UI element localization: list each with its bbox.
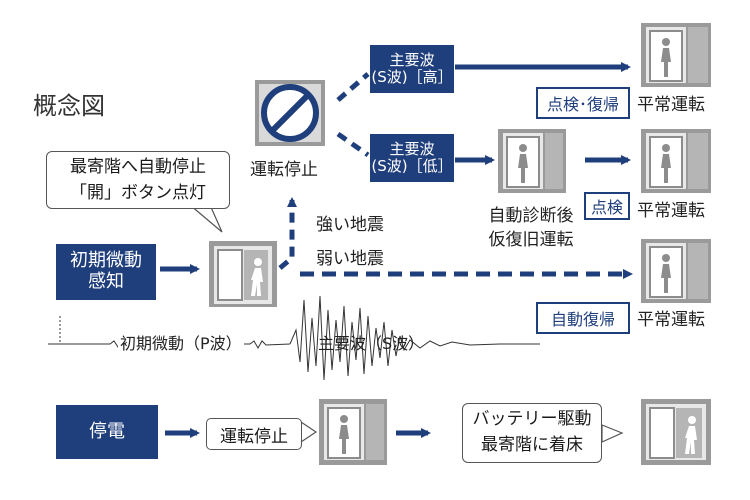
- s-wave-high-box: 主要波 (S波)［高］: [370, 45, 454, 93]
- normal-operation-label-2: 平常運転: [637, 201, 705, 221]
- stop-sign-icon: [255, 80, 325, 146]
- arrow-stop-to-shigh: [336, 72, 370, 102]
- power-outage-box: 停電: [56, 405, 158, 459]
- battery-line-2: 最寄階に着床: [481, 435, 583, 455]
- strong-quake-label: 強い地震: [316, 215, 384, 235]
- initial-tremor-detection-box: 初期微動 感知: [56, 244, 156, 300]
- operation-stop-label: 運転停止: [250, 160, 318, 180]
- arrow-strong-quake: [278, 197, 297, 270]
- elevator-normal-icon-2: [641, 129, 711, 193]
- normal-operation-label-1: 平常運転: [637, 95, 705, 115]
- battery-line-1: バッテリー駆動: [472, 409, 592, 429]
- s-low-line-2: (S波)［低］: [371, 157, 453, 175]
- p-wave-label: 初期微動（P波）: [118, 330, 244, 354]
- battery-callout: バッテリー駆動 最寄階に着床: [462, 403, 602, 463]
- callout-battery-tail: [601, 424, 624, 443]
- auto-recovery-badge: 自動復帰: [536, 302, 630, 334]
- arrow-stop-to-slow: [336, 131, 370, 158]
- inspection-recovery-badge: 点検･復帰: [536, 87, 630, 119]
- callout-line-1: 最寄階へ自動停止: [70, 157, 206, 177]
- self-diag-line-2: 仮復旧運転: [488, 230, 574, 250]
- s-wave-label: 主要波（S波）: [318, 334, 425, 353]
- elevator-normal-icon-1: [641, 23, 711, 87]
- callout-top-tail: [188, 204, 223, 233]
- s-wave-low-box: 主要波 (S波)［低］: [370, 134, 454, 182]
- elevator-stopped-icon: [319, 399, 387, 465]
- self-diag-line-1: 自動診断後: [488, 206, 574, 226]
- trigger-line-2: 感知: [88, 271, 124, 292]
- trigger-line-1: 初期微動: [70, 250, 142, 272]
- normal-operation-label-3: 平常運転: [637, 310, 705, 330]
- weak-quake-label: 弱い地震: [316, 249, 384, 269]
- seismograph-s-wave: [289, 295, 540, 381]
- callout-nearest-floor: 最寄階へ自動停止 「開」ボタン点灯: [46, 151, 230, 209]
- self-diagnosis-label: 自動診断後 仮復旧運転: [476, 204, 586, 252]
- s-high-line-2: (S波)［高］: [371, 68, 453, 86]
- page-title: 概念図: [33, 92, 105, 120]
- elevator-exit-icon: [641, 399, 711, 465]
- inspection-badge: 点検: [584, 192, 630, 220]
- s-high-line-1: 主要波: [389, 50, 435, 69]
- outage-stop-callout: 運転停止: [206, 418, 302, 450]
- elevator-person-icon: [209, 241, 277, 307]
- s-low-line-1: 主要波: [389, 139, 435, 158]
- callout-stop-tail: [300, 420, 318, 444]
- elevator-diagnosis-icon: [498, 129, 566, 193]
- elevator-normal-icon-3: [641, 239, 711, 303]
- callout-line-2: 「開」ボタン点灯: [70, 183, 206, 203]
